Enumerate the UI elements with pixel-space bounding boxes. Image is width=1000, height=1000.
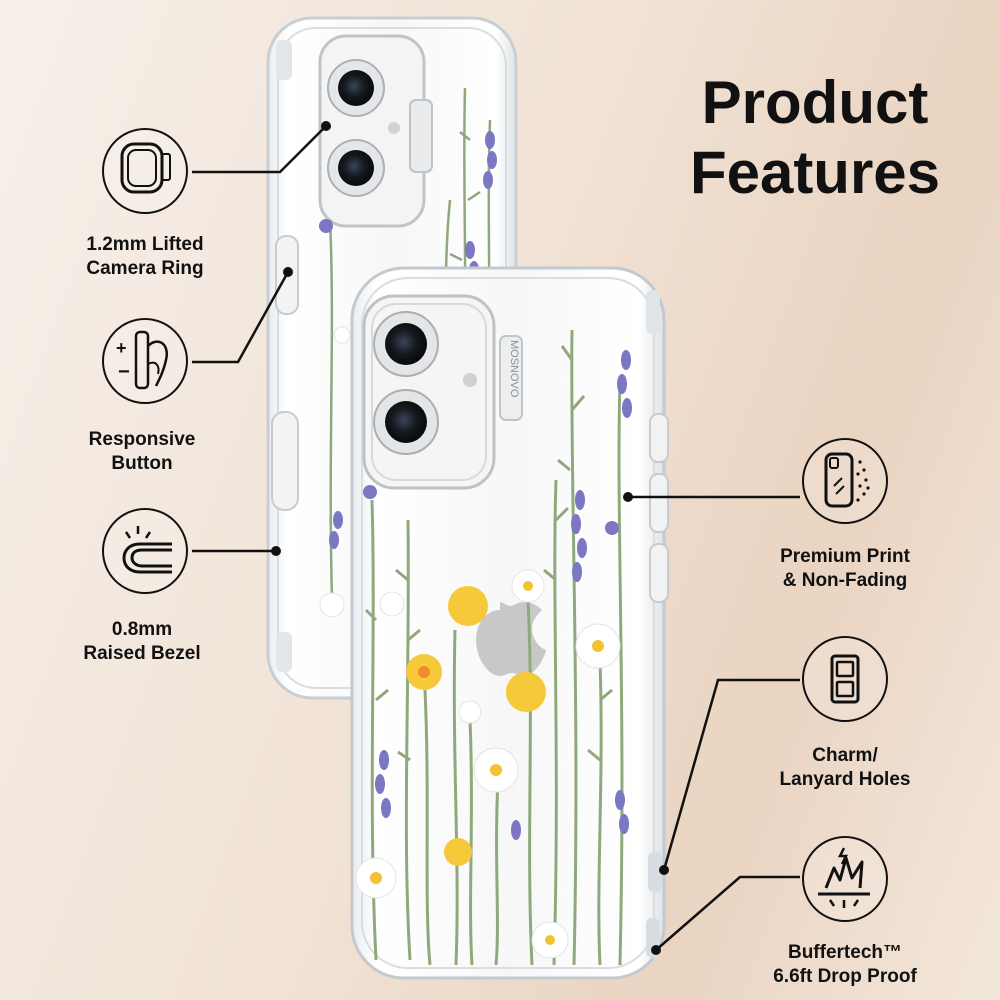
front-phone-case: MOSNOVO xyxy=(350,266,669,980)
lanyard-hole-icon xyxy=(830,654,860,704)
callout-line-button xyxy=(192,271,290,364)
raised-bezel-feature-badge xyxy=(102,508,188,594)
lanyard-holes-label: Charm/ Lanyard Holes xyxy=(779,745,911,790)
front-lens-bottom xyxy=(385,401,427,443)
camera-ring-feature-badge xyxy=(102,128,188,214)
callout-line-camera xyxy=(192,125,327,174)
case-brand-text: MOSNOVO xyxy=(508,340,520,398)
daisy-flowers xyxy=(355,569,621,959)
back-lens-top xyxy=(338,70,374,106)
responsive-button-label: Responsive Button xyxy=(88,429,196,474)
page-title: Product Features xyxy=(650,68,980,208)
callout-dots xyxy=(271,121,669,955)
print-phone-icon xyxy=(824,452,870,508)
lavender-buds xyxy=(363,350,632,840)
title-line-2: Features xyxy=(689,139,941,206)
callout-line-lanyard xyxy=(662,678,800,871)
raised-bezel-label: 0.8mm Raised Bezel xyxy=(83,619,201,664)
camera-ring-icon xyxy=(120,142,171,194)
premium-print-feature-badge xyxy=(802,438,888,524)
svg-text:−: − xyxy=(118,361,130,383)
lanyard-holes-feature-badge xyxy=(802,636,888,722)
back-lens-bottom xyxy=(338,150,374,186)
raised-bezel-icon xyxy=(122,526,172,574)
drop-proof-feature-badge xyxy=(802,836,888,922)
drop-impact-icon xyxy=(818,847,870,908)
front-lens-top xyxy=(385,323,427,365)
dandelion-flowers xyxy=(406,586,546,866)
callout-lines xyxy=(192,125,800,951)
button-press-icon: + − xyxy=(116,330,169,390)
callout-line-drop xyxy=(655,875,800,951)
camera-ring-label: 1.2mm Lifted Camera Ring xyxy=(86,234,204,279)
svg-text:+: + xyxy=(116,338,127,358)
drop-proof-label: Buffertech™ 6.6ft Drop Proof xyxy=(773,942,917,987)
title-line-1: Product xyxy=(701,69,929,136)
premium-print-label: Premium Print & Non-Fading xyxy=(780,546,910,591)
responsive-button-feature-badge: + − xyxy=(102,318,188,404)
